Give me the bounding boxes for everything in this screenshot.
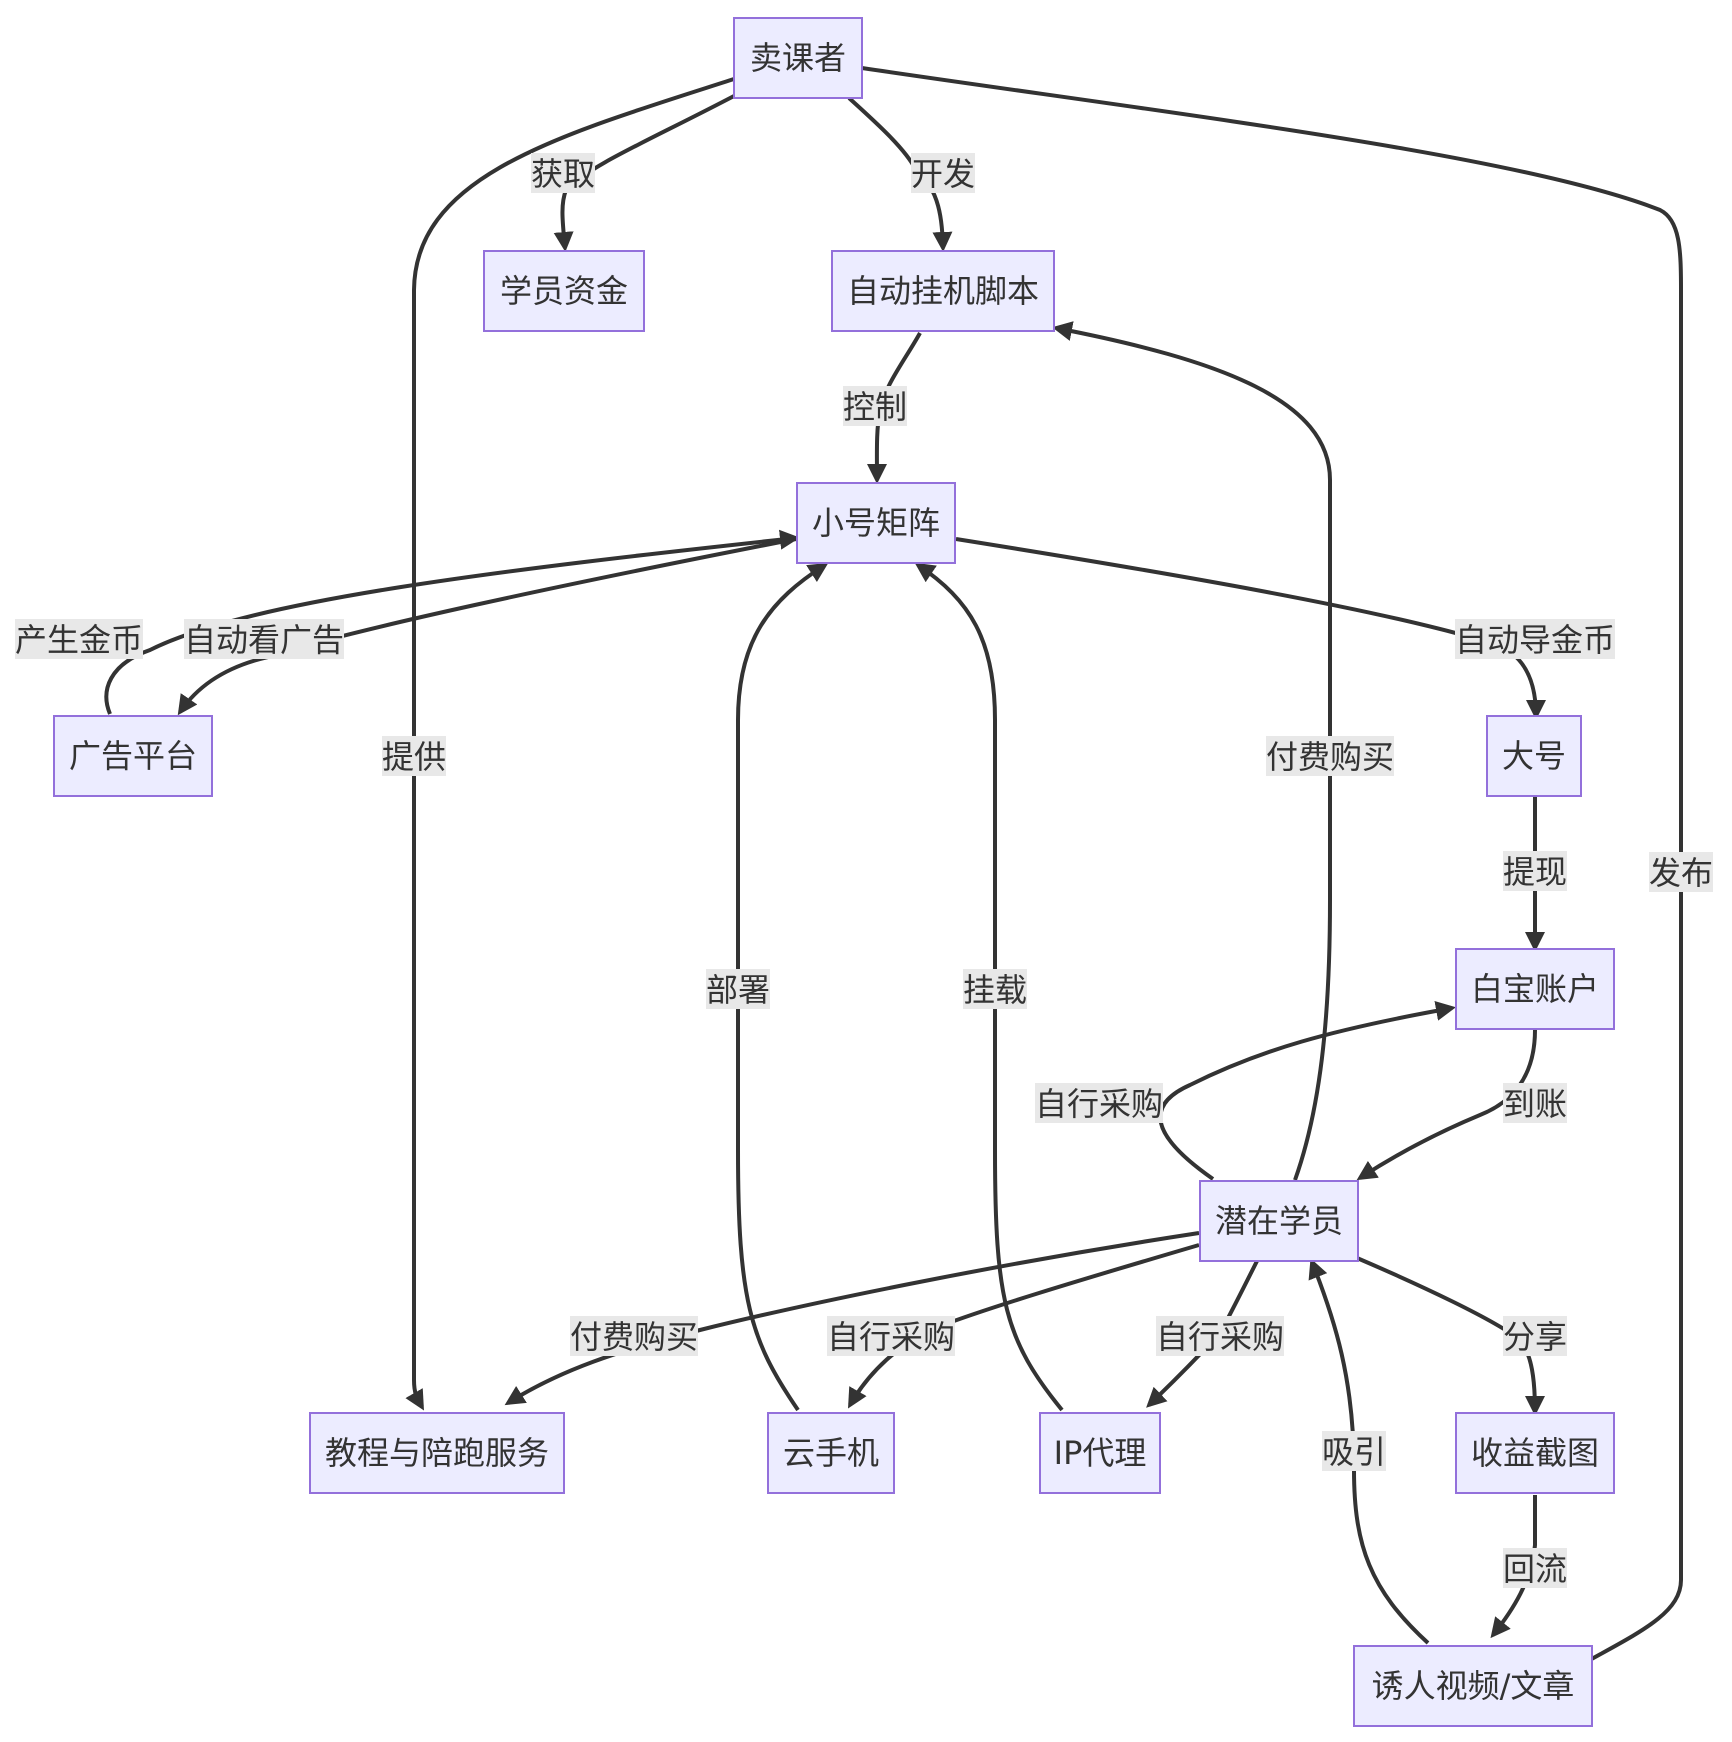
edge-label-bg [1503,1083,1567,1123]
edge-label-self-purchase-alipay: 自行采购 [1035,1085,1163,1123]
edge-arrive [1356,1029,1537,1181]
node-label: 卖课者 [750,39,846,77]
edge-generate-coins [104,529,800,715]
edge-label-deploy: 部署 [706,971,770,1009]
edge-label-paid-purchase-script: 付费购买 [1266,738,1394,776]
edge-label-self-purchase-cloud: 自行采购 [827,1318,955,1356]
edge-label-self-purchase-ip: 自行采购 [1156,1318,1284,1356]
edge-deploy [736,562,829,1412]
edge-label-bg [382,736,446,776]
edge-label-bg [15,619,143,659]
node-cloud-phone: 云手机 [767,1412,895,1494]
node-label: 云手机 [783,1434,879,1472]
edge-label-bg [1455,619,1615,659]
node-label: 教程与陪跑服务 [325,1434,549,1472]
node-lure-content: 诱人视频/文章 [1353,1645,1593,1727]
edge-label-control: 控制 [843,388,907,426]
edge-label-auto-transfer-coins: 自动导金币 [1455,621,1615,659]
node-seller: 卖课者 [733,17,863,99]
edge-label-obtain: 获取 [531,155,595,193]
edge-label-bg [184,619,344,659]
edge-label-generate-coins: 产生金币 [15,621,143,659]
node-alipay-account: 白宝账户 [1455,948,1615,1030]
edge-paid-purchase-script [1052,321,1332,1181]
edge-label-auto-watch-ads: 自动看广告 [184,621,344,659]
edge-label-bg [827,1316,955,1356]
node-income-screenshot: 收益截图 [1455,1412,1615,1494]
edge-paid-purchase-tutorial [504,1231,1200,1406]
node-label: 诱人视频/文章 [1372,1667,1575,1705]
edge-label-bg [1156,1316,1284,1356]
edge-label-bg [570,1316,698,1356]
node-label: IP代理 [1054,1434,1147,1472]
edge-label-share: 分享 [1503,1318,1567,1356]
edge-label-bg [911,153,975,193]
nodes: 卖课者 学员资金 自动挂机脚本 小号矩阵 广告平台 大号 白宝账户 潜在学员 [53,17,1615,1727]
node-auto-script: 自动挂机脚本 [831,250,1055,332]
edge-label-bg [963,969,1027,1009]
edge-label-paid-purchase-tutorial: 付费购买 [570,1318,698,1356]
edge-label-bg [531,153,595,193]
edge-auto-transfer-coins [955,537,1546,720]
node-potential-student: 潜在学员 [1199,1180,1359,1262]
edge-provide [405,77,735,1411]
edge-mount [914,562,1064,1412]
edge-label-provide: 提供 [382,738,446,776]
node-ip-proxy: IP代理 [1039,1412,1161,1494]
edge-label-develop: 开发 [911,155,975,193]
node-label: 自动挂机脚本 [847,272,1039,310]
edge-publish [861,66,1683,1686]
edge-label-bg [1266,736,1394,776]
edge-label-bg [843,386,907,426]
edge-label-bg [1649,852,1713,892]
node-label: 收益截图 [1471,1434,1599,1472]
node-label: 小号矩阵 [812,504,940,542]
node-student-funds: 学员资金 [483,250,645,332]
edge-label-bg [706,969,770,1009]
edge-label-bg [1503,1548,1567,1588]
node-ad-platform: 广告平台 [53,715,213,797]
node-main-account: 大号 [1486,715,1582,797]
edge-label-attract: 吸引 [1322,1433,1386,1471]
node-label: 白宝账户 [1471,970,1599,1008]
edge-self-purchase-alipay [1158,1000,1456,1181]
node-tutorial-service: 教程与陪跑服务 [309,1412,565,1494]
edge-label-withdraw: 提现 [1503,853,1567,891]
node-label: 大号 [1502,737,1566,775]
edge-label-bg [1322,1431,1386,1471]
edge-label-arrive: 到账 [1503,1085,1567,1123]
node-label: 潜在学员 [1215,1202,1343,1240]
node-label: 广告平台 [69,737,197,775]
edge-label-bg [1503,851,1567,891]
edge-label-publish: 发布 [1649,854,1713,892]
edge-labels: 获取 开发 提供 发布 控制 自动看广告 产生金币 自动导金币 提现 到账 自行… [15,153,1713,1588]
edge-label-bg [1503,1316,1567,1356]
node-label: 学员资金 [500,272,628,310]
node-alt-matrix: 小号矩阵 [796,482,956,564]
edge-label-backflow: 回流 [1503,1550,1567,1588]
edge-label-mount: 挂载 [963,971,1027,1009]
edge-label-bg [1035,1083,1163,1123]
